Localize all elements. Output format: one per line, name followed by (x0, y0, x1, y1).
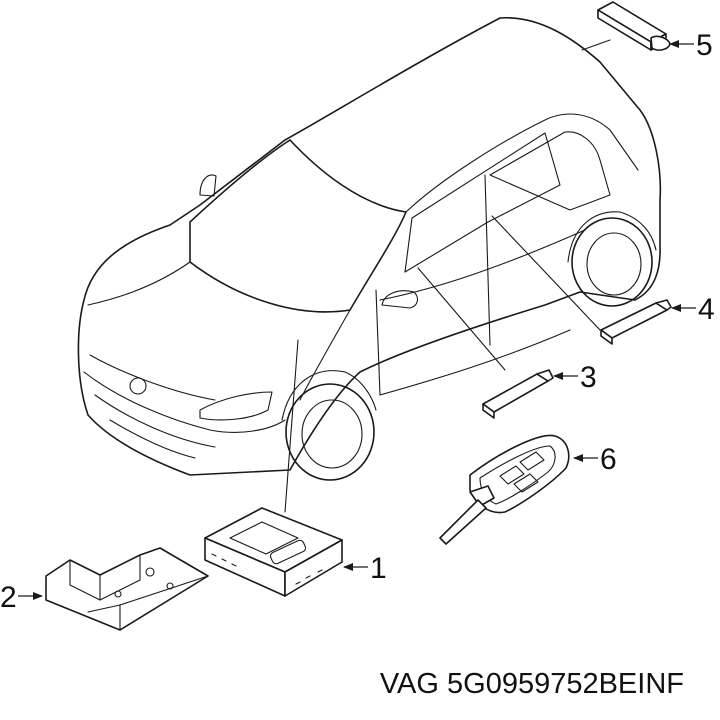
callout-label-5: 5 (696, 29, 713, 62)
leader-lines (284, 39, 611, 513)
car-illustration (77, 17, 662, 481)
callout-label-6: 6 (600, 443, 617, 476)
callout-label-1: 1 (370, 552, 387, 585)
mounting-bracket (45, 547, 209, 631)
door-antenna-front (482, 369, 554, 419)
door-antenna-rear (600, 299, 672, 345)
callout-labels: 1 2 3 4 5 6 (0, 29, 715, 614)
key-fob (439, 434, 570, 545)
callout-label-3: 3 (580, 361, 597, 394)
control-module (204, 507, 343, 597)
callout-label-2: 2 (0, 581, 17, 614)
callout-label-4: 4 (698, 293, 715, 326)
callout-arrows (18, 40, 696, 600)
rear-antenna (597, 1, 671, 51)
part-number-caption: VAG 5G0959752BEINF (379, 668, 684, 700)
